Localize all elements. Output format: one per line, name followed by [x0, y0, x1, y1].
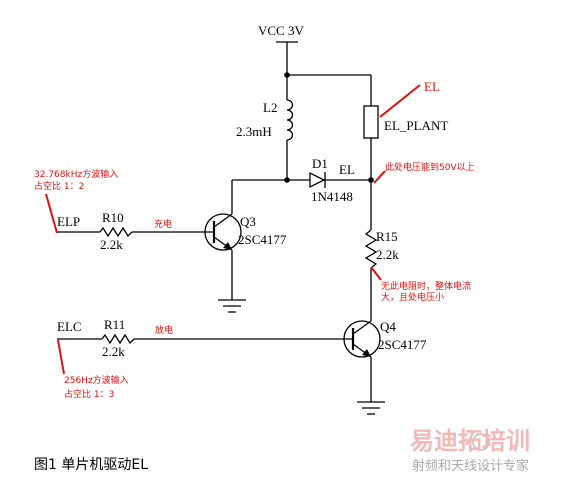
watermark-logo-icon [472, 433, 490, 451]
r15-resistor [364, 229, 378, 269]
el-plant-label: EL_PLANT [384, 118, 448, 133]
q4-emitter-arrow [362, 349, 371, 357]
elp-pointer-line [45, 193, 58, 234]
r15-note-line1: 无此电阻时，整体电流 [381, 280, 471, 292]
r10-resistor [99, 226, 133, 238]
elc-note-line1: 256Hz方波输入 [64, 374, 129, 386]
figure-caption: 图1 单片机驱动EL [34, 457, 148, 473]
q4-collector [352, 320, 372, 335]
q3-ref: Q3 [240, 214, 256, 229]
elp-label: ELP [57, 214, 80, 229]
diode-ref: D1 [312, 156, 328, 171]
vcc-label: VCC 3V [258, 23, 304, 38]
diode-symbol [309, 171, 326, 189]
watermark-title: 易迪拓培训 [410, 427, 530, 455]
inductor-coil [286, 99, 294, 141]
voltage-note: 此处电压能到50V以上 [385, 161, 475, 173]
el-pointer-line [379, 84, 421, 118]
el-pointer-label: EL [424, 79, 440, 94]
el-plant-box [363, 105, 379, 139]
junction-dot-l2 [284, 177, 290, 183]
r15-value: 2.2k [376, 247, 399, 262]
elc-note-line2: 占空比 1：3 [64, 388, 114, 400]
q3-emitter-arrow [223, 242, 232, 250]
q3-collector [213, 213, 233, 228]
elc-label: ELC [57, 319, 82, 334]
r15-ref: R15 [376, 229, 398, 244]
voltage-pointer-line [373, 170, 386, 184]
r11-value: 2.2k [102, 344, 125, 359]
r10-ref: R10 [102, 210, 124, 225]
r15-note-line2: 大，且处电压小 [381, 291, 444, 303]
diode-part: 1N4148 [311, 189, 353, 204]
inductor-value: 2.3mH [236, 124, 272, 139]
el-node-label: EL [339, 162, 355, 177]
q3-part: 2SC4177 [238, 232, 287, 247]
q4-part: 2SC4177 [378, 337, 427, 352]
elp-note-line2: 占空比 1：2 [34, 180, 84, 192]
r11-resistor [101, 333, 135, 345]
inductor-ref: L2 [263, 100, 277, 115]
q4-ref: Q4 [380, 319, 396, 334]
watermark-subtitle: 射频和天线设计专家 [412, 458, 529, 474]
r10-value: 2.2k [100, 237, 123, 252]
elc-pointer-line [57, 339, 65, 375]
r11-ref: R11 [104, 317, 125, 332]
discharge-label: 放电 [155, 324, 173, 336]
elp-note-line1: 32.768kHz方波输入 [34, 168, 118, 180]
r15-pointer-line [370, 266, 382, 281]
charge-label: 充电 [154, 218, 172, 230]
